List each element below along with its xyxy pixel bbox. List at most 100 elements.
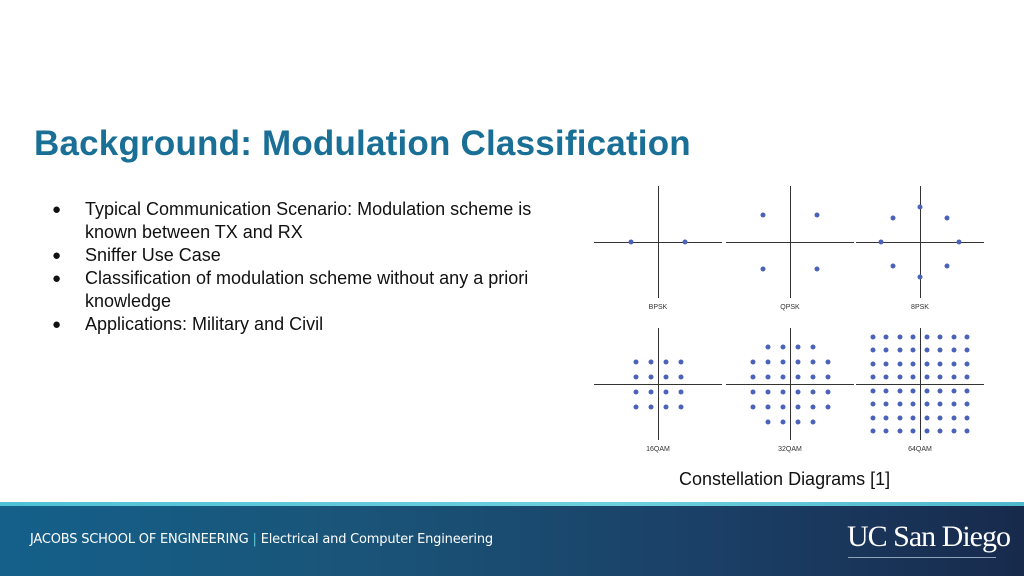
constellation-point (951, 388, 957, 394)
constellation-point (883, 401, 889, 407)
constellation-point (810, 344, 815, 349)
constellation-point (883, 334, 889, 340)
constellation-point (964, 347, 970, 353)
constellation-label: BPSK (648, 304, 668, 311)
constellation-point (648, 389, 653, 394)
constellation-point (795, 404, 800, 409)
constellation-point (951, 334, 957, 340)
constellation-point (870, 334, 876, 340)
constellation-point (878, 239, 884, 245)
bullet-item: ●Sniffer Use Case (52, 245, 221, 265)
constellation-point (765, 359, 770, 364)
constellation-panel-bpsk: BPSK (594, 186, 722, 311)
constellation-point (883, 388, 889, 394)
constellation-point (951, 415, 957, 421)
constellation-point (897, 361, 903, 367)
constellation-point (678, 389, 683, 394)
constellation-point (648, 374, 653, 379)
constellation-point (633, 359, 638, 364)
constellation-point (648, 404, 653, 409)
constellation-point (750, 374, 755, 379)
constellation-point (897, 388, 903, 394)
constellation-diagrams-figure: BPSK QPSK 8PSK 16QAM 32QAM 64QAM (594, 186, 986, 456)
q-axis (658, 186, 660, 298)
constellation-point (810, 389, 815, 394)
constellation-panel-64qam: 64QAM (856, 328, 984, 453)
constellation-point (910, 428, 916, 434)
constellation-point (944, 263, 950, 269)
constellation-point (883, 415, 889, 421)
constellation-point (663, 374, 668, 379)
constellation-point (924, 428, 930, 434)
constellation-label: 8PSK (911, 304, 929, 311)
constellation-point (765, 389, 770, 394)
constellation-point (924, 415, 930, 421)
constellation-label: 16QAM (646, 446, 670, 453)
bullet-icon: ● (52, 201, 62, 218)
constellation-point (910, 415, 916, 421)
constellation-point (648, 359, 653, 364)
constellation-point (825, 359, 830, 364)
slide-title: Background: Modulation Classification (34, 124, 691, 163)
constellation-point (924, 374, 930, 380)
footer-bar: JACOBS SCHOOL OF ENGINEERING|Electrical … (0, 502, 1024, 576)
constellation-point (810, 404, 815, 409)
constellation-point (870, 401, 876, 407)
constellation-panel-16qam: 16QAM (594, 328, 722, 453)
constellation-point (810, 359, 815, 364)
constellation-point (964, 401, 970, 407)
constellation-point (937, 374, 943, 380)
constellation-point (870, 388, 876, 394)
bullet-item: ●Typical Communication Scenario: Modulat… (52, 199, 532, 242)
footer-accent-stripe (0, 502, 1024, 506)
constellation-point (924, 361, 930, 367)
constellation-point (951, 374, 957, 380)
constellation-point (910, 401, 916, 407)
constellation-point (964, 361, 970, 367)
constellation-point (937, 347, 943, 353)
constellation-point (814, 266, 820, 272)
constellation-point (924, 401, 930, 407)
constellation-point (825, 404, 830, 409)
constellation-point (780, 404, 785, 409)
constellation-point (964, 374, 970, 380)
constellation-point (870, 428, 876, 434)
constellation-point (663, 389, 668, 394)
constellation-point (924, 334, 930, 340)
constellation-point (897, 428, 903, 434)
constellation-point (937, 334, 943, 340)
constellation-point (910, 361, 916, 367)
constellation-point (951, 428, 957, 434)
constellation-panel-8psk: 8PSK (856, 186, 984, 311)
constellation-point (765, 419, 770, 424)
constellation-point (964, 428, 970, 434)
bullet-icon: ● (52, 270, 62, 287)
constellation-point (663, 359, 668, 364)
constellation-point (795, 419, 800, 424)
bullet-icon: ● (52, 316, 62, 333)
constellation-point (870, 361, 876, 367)
figure-caption: Constellation Diagrams [1] (679, 469, 891, 489)
constellation-point (897, 415, 903, 421)
bullet-icon: ● (52, 247, 62, 264)
constellation-point (765, 344, 770, 349)
constellation-point (825, 389, 830, 394)
constellation-panel-32qam: 32QAM (726, 328, 854, 453)
constellation-point (810, 419, 815, 424)
constellation-point (678, 359, 683, 364)
footer-school-text: JACOBS SCHOOL OF ENGINEERING|Electrical … (30, 532, 493, 547)
constellation-point (964, 388, 970, 394)
ucsd-logo: UC San Diego (847, 520, 1011, 553)
constellation-panel-qpsk: QPSK (726, 186, 854, 311)
constellation-point (910, 347, 916, 353)
constellation-point (678, 404, 683, 409)
constellation-point (897, 334, 903, 340)
bullet-item: ●Classification of modulation scheme wit… (52, 268, 529, 311)
q-axis (920, 328, 922, 440)
constellation-point (951, 401, 957, 407)
constellation-point (678, 374, 683, 379)
constellation-point (760, 212, 766, 218)
constellation-point (951, 347, 957, 353)
constellation-point (883, 428, 889, 434)
constellation-point (897, 347, 903, 353)
